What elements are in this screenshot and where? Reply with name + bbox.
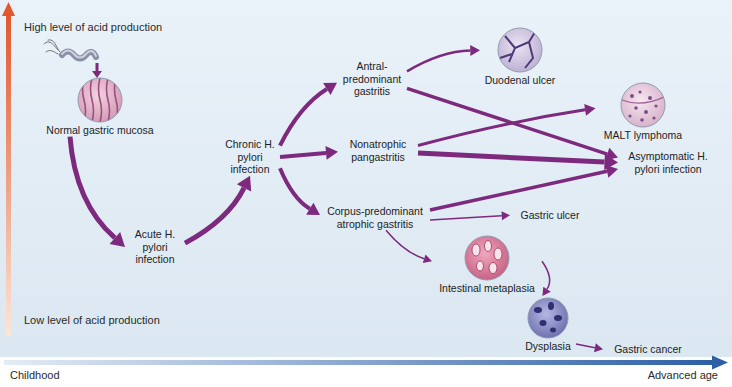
- node-text: Nonatrophic pangastritis: [338, 138, 418, 163]
- arrow-head: [423, 254, 432, 263]
- arrow-line: [280, 168, 310, 209]
- node-text: Duodenal ulcer: [480, 74, 560, 87]
- stage-label: Chronic H. pylori infection: [220, 138, 280, 176]
- outcome-label: Gastric ulcer: [510, 209, 590, 222]
- arrow-line: [386, 230, 424, 259]
- arrow-line: [280, 89, 327, 146]
- arrow-head: [584, 104, 595, 116]
- node-text: Chronic H. pylori infection: [220, 138, 280, 176]
- arrow-line: [430, 171, 607, 210]
- axis-label: Childhood: [10, 369, 60, 382]
- arrow-head: [110, 232, 125, 247]
- arrow-line: [542, 261, 550, 289]
- arrow-line: [407, 88, 607, 154]
- progression-arrow: [386, 230, 432, 263]
- arrow-line: [418, 110, 585, 146]
- progression-arrow: [430, 211, 510, 220]
- node-text: Normal gastric mucosa: [40, 124, 160, 137]
- arrow-head: [542, 287, 550, 296]
- arrow-line: [185, 188, 244, 243]
- node-text: Acute H. pylori infection: [125, 228, 185, 266]
- node-text: Gastric cancer: [603, 343, 693, 356]
- outcome-label: Asymptomatic H. pylori infection: [618, 150, 718, 175]
- outcome-label: Duodenal ulcer: [480, 26, 560, 87]
- arrow-line: [407, 50, 470, 71]
- arrow-head: [306, 203, 320, 215]
- gastritis-label: Nonatrophic pangastritis: [338, 138, 418, 163]
- axis-label: Advanced age: [648, 369, 718, 382]
- progression-arrow: [418, 104, 596, 146]
- progression-arrow: [185, 176, 251, 243]
- node-text: Antral-predominant gastritis: [337, 60, 407, 98]
- arrow-head: [323, 83, 337, 95]
- progression-arrow: [280, 146, 338, 160]
- progression-arrow: [407, 88, 618, 160]
- arrow-line: [430, 216, 502, 220]
- node-text: Gastric ulcer: [510, 209, 590, 222]
- progression-arrow: [430, 165, 618, 210]
- outcome-label: Dysplasia: [520, 296, 576, 353]
- progression-arrow: [280, 83, 337, 146]
- arrow-head: [470, 45, 480, 56]
- axis-label: High level of acid production: [24, 21, 162, 34]
- arrow-head: [237, 176, 251, 192]
- progression-arrow: [407, 45, 480, 71]
- progression-arrow: [280, 168, 320, 215]
- outcome-label: MALT lymphoma: [596, 81, 691, 142]
- stage-label: Normal gastric mucosa: [40, 76, 160, 137]
- gastritis-label: Antral-predominant gastritis: [337, 60, 407, 98]
- progression-arrow: [542, 261, 551, 296]
- arrow-line: [280, 153, 326, 157]
- arrow-head: [594, 343, 603, 352]
- outcome-label: Intestinal metaplasia: [432, 234, 542, 295]
- progression-arrow: [70, 137, 125, 247]
- arrow-head: [606, 165, 618, 178]
- axis-label: Low level of acid production: [24, 314, 160, 327]
- node-text: MALT lymphoma: [596, 129, 691, 142]
- node-text: Asymptomatic H. pylori infection: [618, 150, 718, 175]
- arrow-line: [576, 344, 595, 348]
- progression-arrow: [418, 153, 618, 170]
- progression-arrow: [576, 343, 603, 352]
- outcome-label: Gastric cancer: [603, 343, 693, 356]
- arrow-line: [418, 153, 605, 162]
- node-text: Dysplasia: [520, 340, 576, 353]
- node-text: Corpus-predominant atrophic gastritis: [320, 205, 430, 230]
- arrow-head: [501, 211, 510, 220]
- arrow-head: [325, 146, 338, 160]
- arrow-line: [70, 137, 115, 238]
- node-text: Intestinal metaplasia: [432, 282, 542, 295]
- gastritis-label: Corpus-predominant atrophic gastritis: [320, 205, 430, 230]
- stage-label: Acute H. pylori infection: [125, 228, 185, 266]
